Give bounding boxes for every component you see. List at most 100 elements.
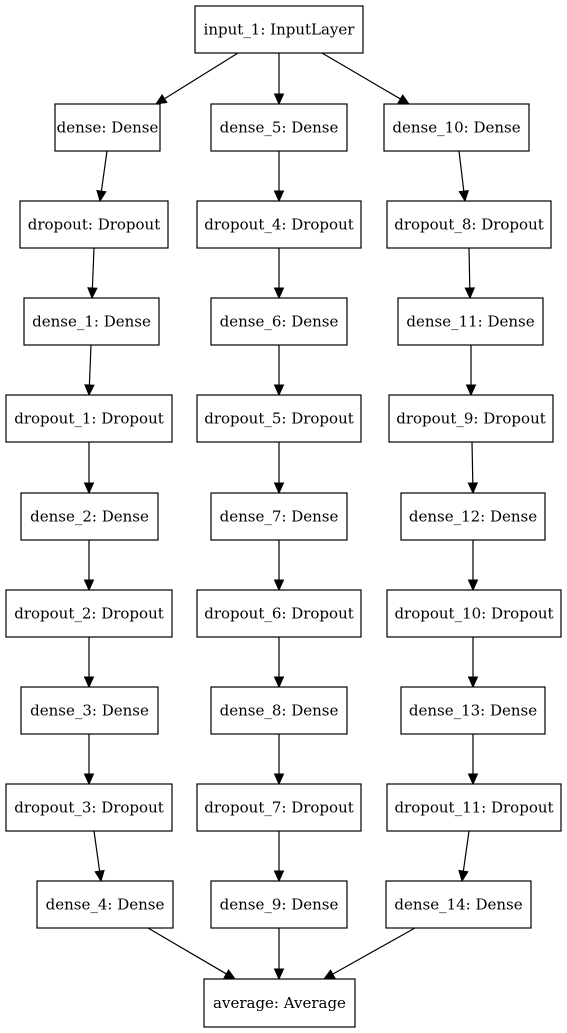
arrowhead-icon xyxy=(397,94,411,105)
layer-node-label: dense_6: Dense xyxy=(220,313,339,331)
layer-node-label: dense_12: Dense xyxy=(409,508,537,526)
arrowhead-icon xyxy=(273,384,285,397)
edge-dropout-10-to-dense-13 xyxy=(467,637,479,689)
layer-node-dense-12: dense_12: Dense xyxy=(400,492,546,541)
edge-dense-9-to-average xyxy=(273,928,285,981)
layer-node-box xyxy=(210,492,348,541)
arrowhead-icon xyxy=(464,287,476,300)
edge-line xyxy=(332,927,416,975)
layer-node-dropout-1: dropout_1: Dropout xyxy=(5,394,173,443)
edge-dropout-7-to-dense-9 xyxy=(273,831,285,883)
layer-node-dense-13: dense_13: Dense xyxy=(400,686,546,735)
layer-node-label: dropout_2: Dropout xyxy=(14,605,164,623)
layer-node-box xyxy=(194,5,364,54)
arrowhead-icon xyxy=(273,287,285,300)
layer-node-dropout-10: dropout_10: Dropout xyxy=(386,589,562,638)
arrowhead-icon xyxy=(273,190,285,203)
layer-node-dense-9: dense_9: Dense xyxy=(210,880,348,929)
layer-node-dropout: dropout: Dropout xyxy=(19,200,169,249)
layer-node-dense-10: dense_10: Dense xyxy=(383,103,530,152)
layer-node-dropout-3: dropout_3: Dropout xyxy=(5,783,173,832)
arrowhead-icon xyxy=(273,579,285,592)
layer-node-input-1: input_1: InputLayer xyxy=(194,5,364,54)
layer-node-dropout-8: dropout_8: Dropout xyxy=(386,200,552,249)
edge-dropout-1-to-dense-2 xyxy=(83,442,95,495)
layer-node-box xyxy=(386,200,552,249)
edge-dense-10-to-dropout-8 xyxy=(458,150,469,203)
layer-node-label: average: Average xyxy=(213,994,346,1012)
layer-node-label: dense_8: Dense xyxy=(220,702,339,720)
arrowhead-icon xyxy=(273,482,285,495)
edge-line xyxy=(88,344,92,386)
layer-node-dropout-2: dropout_2: Dropout xyxy=(5,589,173,638)
arrowhead-icon xyxy=(273,968,285,981)
arrowhead-icon xyxy=(96,189,107,203)
edge-dropout-11-to-dense-14 xyxy=(458,830,470,883)
layer-node-box xyxy=(383,103,530,152)
layer-node-box xyxy=(386,589,562,638)
layer-node-dense-4: dense_4: Dense xyxy=(36,880,174,929)
layer-node-label: dropout_7: Dropout xyxy=(204,799,354,817)
arrowhead-icon xyxy=(467,482,479,495)
layer-node-dense-11: dense_11: Dense xyxy=(397,297,544,346)
layer-node-box xyxy=(386,783,562,832)
layer-node-dropout-5: dropout_5: Dropout xyxy=(196,394,362,443)
edge-line xyxy=(164,52,239,100)
arrowhead-icon xyxy=(84,384,95,397)
arrowhead-icon xyxy=(467,676,479,689)
edge-line xyxy=(458,150,465,192)
arrowhead-icon xyxy=(83,482,95,495)
layer-node-box xyxy=(400,686,546,735)
layer-node-dropout-9: dropout_9: Dropout xyxy=(388,394,554,443)
layer-node-box xyxy=(400,492,546,541)
layer-node-box xyxy=(388,394,554,443)
edge-dense-2-to-dropout-2 xyxy=(83,540,95,592)
layer-node-label: dense_4: Dense xyxy=(46,896,165,914)
layer-node-label: dropout_5: Dropout xyxy=(204,410,354,428)
edge-line xyxy=(471,441,474,484)
edge-dense-12-to-dropout-10 xyxy=(467,540,479,592)
layer-node-box xyxy=(196,200,362,249)
edge-dropout-5-to-dense-7 xyxy=(273,442,285,495)
edge-dense-11-to-dropout-9 xyxy=(465,345,477,397)
layer-node-label: dense_2: Dense xyxy=(30,508,149,526)
edge-input-1-to-dense-5 xyxy=(273,53,285,106)
edge-input-1-to-dense xyxy=(154,52,239,105)
arrowhead-icon xyxy=(83,676,95,689)
arrowhead-icon xyxy=(154,93,168,105)
arrowhead-icon xyxy=(273,676,285,689)
layer-node-label: dense: Dense xyxy=(57,119,159,137)
layer-node-box xyxy=(385,880,532,929)
layer-node-label: dense_9: Dense xyxy=(220,896,339,914)
layer-node-box xyxy=(210,297,348,346)
layer-node-label: dropout: Dropout xyxy=(28,216,161,234)
arrowhead-icon xyxy=(273,773,285,786)
edge-dropout-9-to-dense-12 xyxy=(467,441,479,495)
arrowhead-icon xyxy=(94,869,105,883)
arrowhead-icon xyxy=(467,579,479,592)
layer-node-label: dense_11: Dense xyxy=(406,313,534,331)
edge-dense-6-to-dropout-5 xyxy=(273,345,285,397)
edge-dropout-to-dense-1 xyxy=(87,247,98,300)
edge-dense-5-to-dropout-4 xyxy=(273,151,285,203)
layer-node-box xyxy=(210,686,348,735)
edge-line xyxy=(321,52,401,100)
layer-node-dense-6: dense_6: Dense xyxy=(210,297,348,346)
layer-node-box xyxy=(210,103,348,152)
edge-dense-to-dropout xyxy=(96,150,108,203)
layer-node-dense: dense: Dense xyxy=(54,103,161,152)
layer-node-dropout-6: dropout_6: Dropout xyxy=(196,589,362,638)
arrowhead-icon xyxy=(83,579,95,592)
layer-node-dense-8: dense_8: Dense xyxy=(210,686,348,735)
edge-input-1-to-dense-10 xyxy=(321,52,411,105)
layer-node-label: dense_1: Dense xyxy=(32,313,151,331)
arrowhead-icon xyxy=(458,189,469,203)
layer-node-label: dropout_1: Dropout xyxy=(14,410,164,428)
arrowhead-icon xyxy=(467,773,479,786)
layer-node-label: dropout_9: Dropout xyxy=(396,410,546,428)
edge-dense-8-to-dropout-7 xyxy=(273,734,285,786)
arrowhead-icon xyxy=(465,384,477,397)
layer-node-box xyxy=(397,297,544,346)
edge-dense-4-to-average xyxy=(147,927,237,980)
